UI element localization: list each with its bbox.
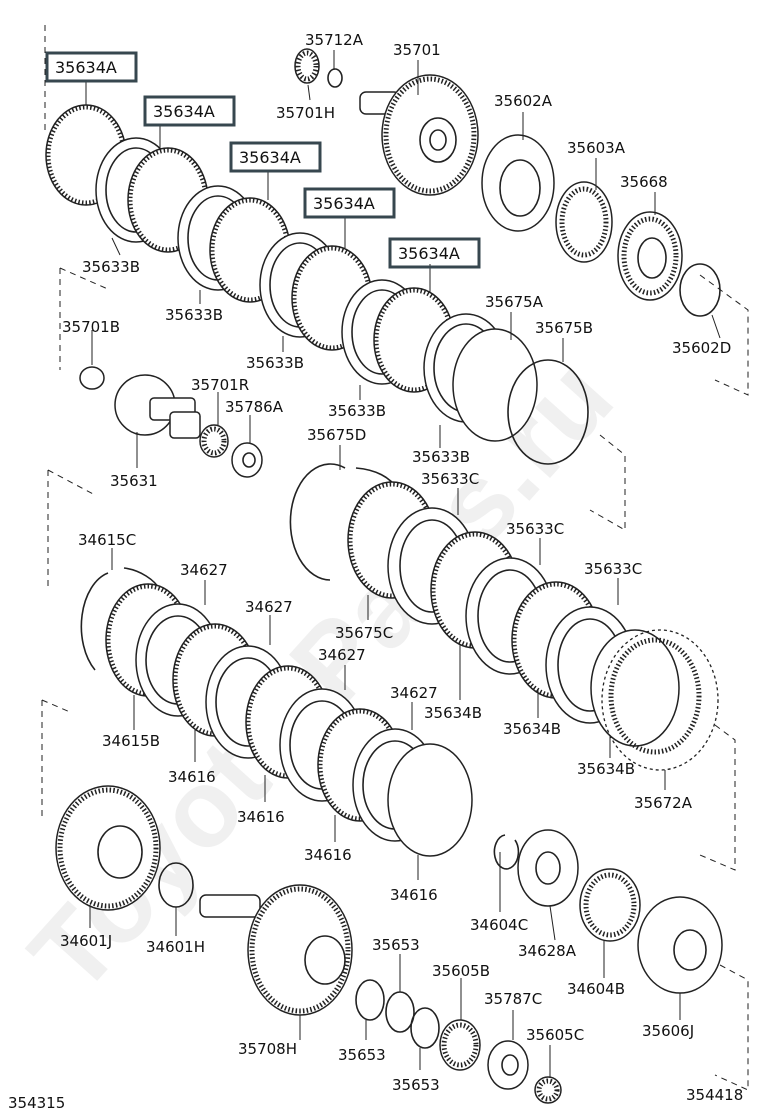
part-label: 35708H <box>238 1040 297 1058</box>
part-label: 35675C <box>335 624 393 642</box>
part-34604C-snap-ring <box>493 834 520 870</box>
leader-lines <box>85 50 721 1078</box>
part-label: 35675B <box>535 319 593 337</box>
clutch-pack-top <box>45 104 589 465</box>
part-label: 35675D <box>307 426 366 444</box>
part-label: 35675A <box>485 293 544 311</box>
part-label: 35602D <box>672 339 731 357</box>
part-label: 35668 <box>620 173 668 191</box>
figure-ref-left: 354315 <box>8 1094 65 1112</box>
part-label: 35701R <box>191 376 249 394</box>
part-label: 34615B <box>102 732 160 750</box>
part-label: 35712A <box>305 31 364 49</box>
part-label-highlighted: 35634A <box>239 148 301 167</box>
part-label: 34601H <box>146 938 205 956</box>
part-35602D-snap-ring <box>679 263 721 317</box>
part-35712A-ring <box>327 68 343 88</box>
part-label: 35633C <box>421 470 479 488</box>
part-label: 35633B <box>82 258 140 276</box>
part-label: 35631 <box>110 472 158 490</box>
part-label: 34616 <box>390 886 438 904</box>
part-label: 34616 <box>168 768 216 786</box>
part-label: 35634B <box>424 704 482 722</box>
part-35631-shaft <box>114 374 201 439</box>
part-label: 34627 <box>390 684 438 702</box>
part-label-highlighted: 35634A <box>153 102 215 121</box>
part-label: 34601J <box>60 932 112 950</box>
part-label: 34627 <box>245 598 293 616</box>
part-label-highlighted: 35634A <box>313 194 375 213</box>
part-label: 35633C <box>506 520 564 538</box>
part-label: 35653 <box>338 1046 386 1064</box>
part-label: 35633B <box>412 448 470 466</box>
part-label: 35634B <box>577 760 635 778</box>
part-35603A-bearing <box>555 181 613 263</box>
part-label: 35701B <box>62 318 120 336</box>
highlight-boxes <box>45 51 481 269</box>
part-35701B-bearing <box>79 366 105 390</box>
part-label: 35633B <box>246 354 304 372</box>
part-label: 35653 <box>372 936 420 954</box>
clutch-pack-middle <box>289 463 719 771</box>
part-label: 35701 <box>393 41 441 59</box>
part-label: 34616 <box>304 846 352 864</box>
part-label: 34616 <box>237 808 285 826</box>
part-35605B-bearing <box>439 1019 481 1071</box>
part-label: 34604B <box>567 980 625 998</box>
part-35653-rings <box>355 979 440 1049</box>
part-35606J-carrier <box>637 896 723 994</box>
part-label: 34627 <box>180 561 228 579</box>
part-34604B-bearing <box>579 868 641 942</box>
part-label: 34627 <box>318 646 366 664</box>
part-35786A-race <box>231 442 263 478</box>
part-label: 35634B <box>503 720 561 738</box>
part-label: 34604C <box>470 916 528 934</box>
part-35605C-bearing <box>534 1076 562 1104</box>
part-label: 35606J <box>642 1022 694 1040</box>
part-label: 35603A <box>567 139 626 157</box>
part-35708H-drum <box>199 884 353 1016</box>
part-label: 35633C <box>584 560 642 578</box>
part-35701R-bearing <box>199 424 229 458</box>
clutch-pack-left <box>80 567 473 857</box>
part-label: 34615C <box>78 531 136 549</box>
part-label: 35672A <box>634 794 693 812</box>
part-label: 35701H <box>276 104 335 122</box>
part-label: 35633B <box>165 306 223 324</box>
part-35701-drum <box>359 74 479 196</box>
part-label: 35786A <box>225 398 284 416</box>
part-label: 35653 <box>392 1076 440 1094</box>
part-label-highlighted: 35634A <box>398 244 460 263</box>
part-34628A-plate <box>517 829 579 907</box>
part-label: 35787C <box>484 990 542 1008</box>
part-label: 34628A <box>518 942 577 960</box>
part-35668-race <box>617 211 683 301</box>
part-label: 35605C <box>526 1026 584 1044</box>
guide-lines <box>41 25 749 1091</box>
highlighted-labels: 35634A 35634A 35634A 35634A 35634A <box>55 58 460 263</box>
part-labels: 35712A 35701 35701H 35602A 35603A 35668 … <box>60 31 731 1094</box>
part-35602A-plate <box>481 134 555 232</box>
part-label: 35605B <box>432 962 490 980</box>
part-35787C-race <box>487 1040 529 1090</box>
part-34601J-drum <box>55 785 161 911</box>
part-label: 35633B <box>328 402 386 420</box>
part-35701H-bearing <box>294 48 320 84</box>
part-label: 35602A <box>494 92 553 110</box>
part-label-highlighted: 35634A <box>55 58 117 77</box>
figure-ref-right: 354418 <box>686 1086 743 1104</box>
